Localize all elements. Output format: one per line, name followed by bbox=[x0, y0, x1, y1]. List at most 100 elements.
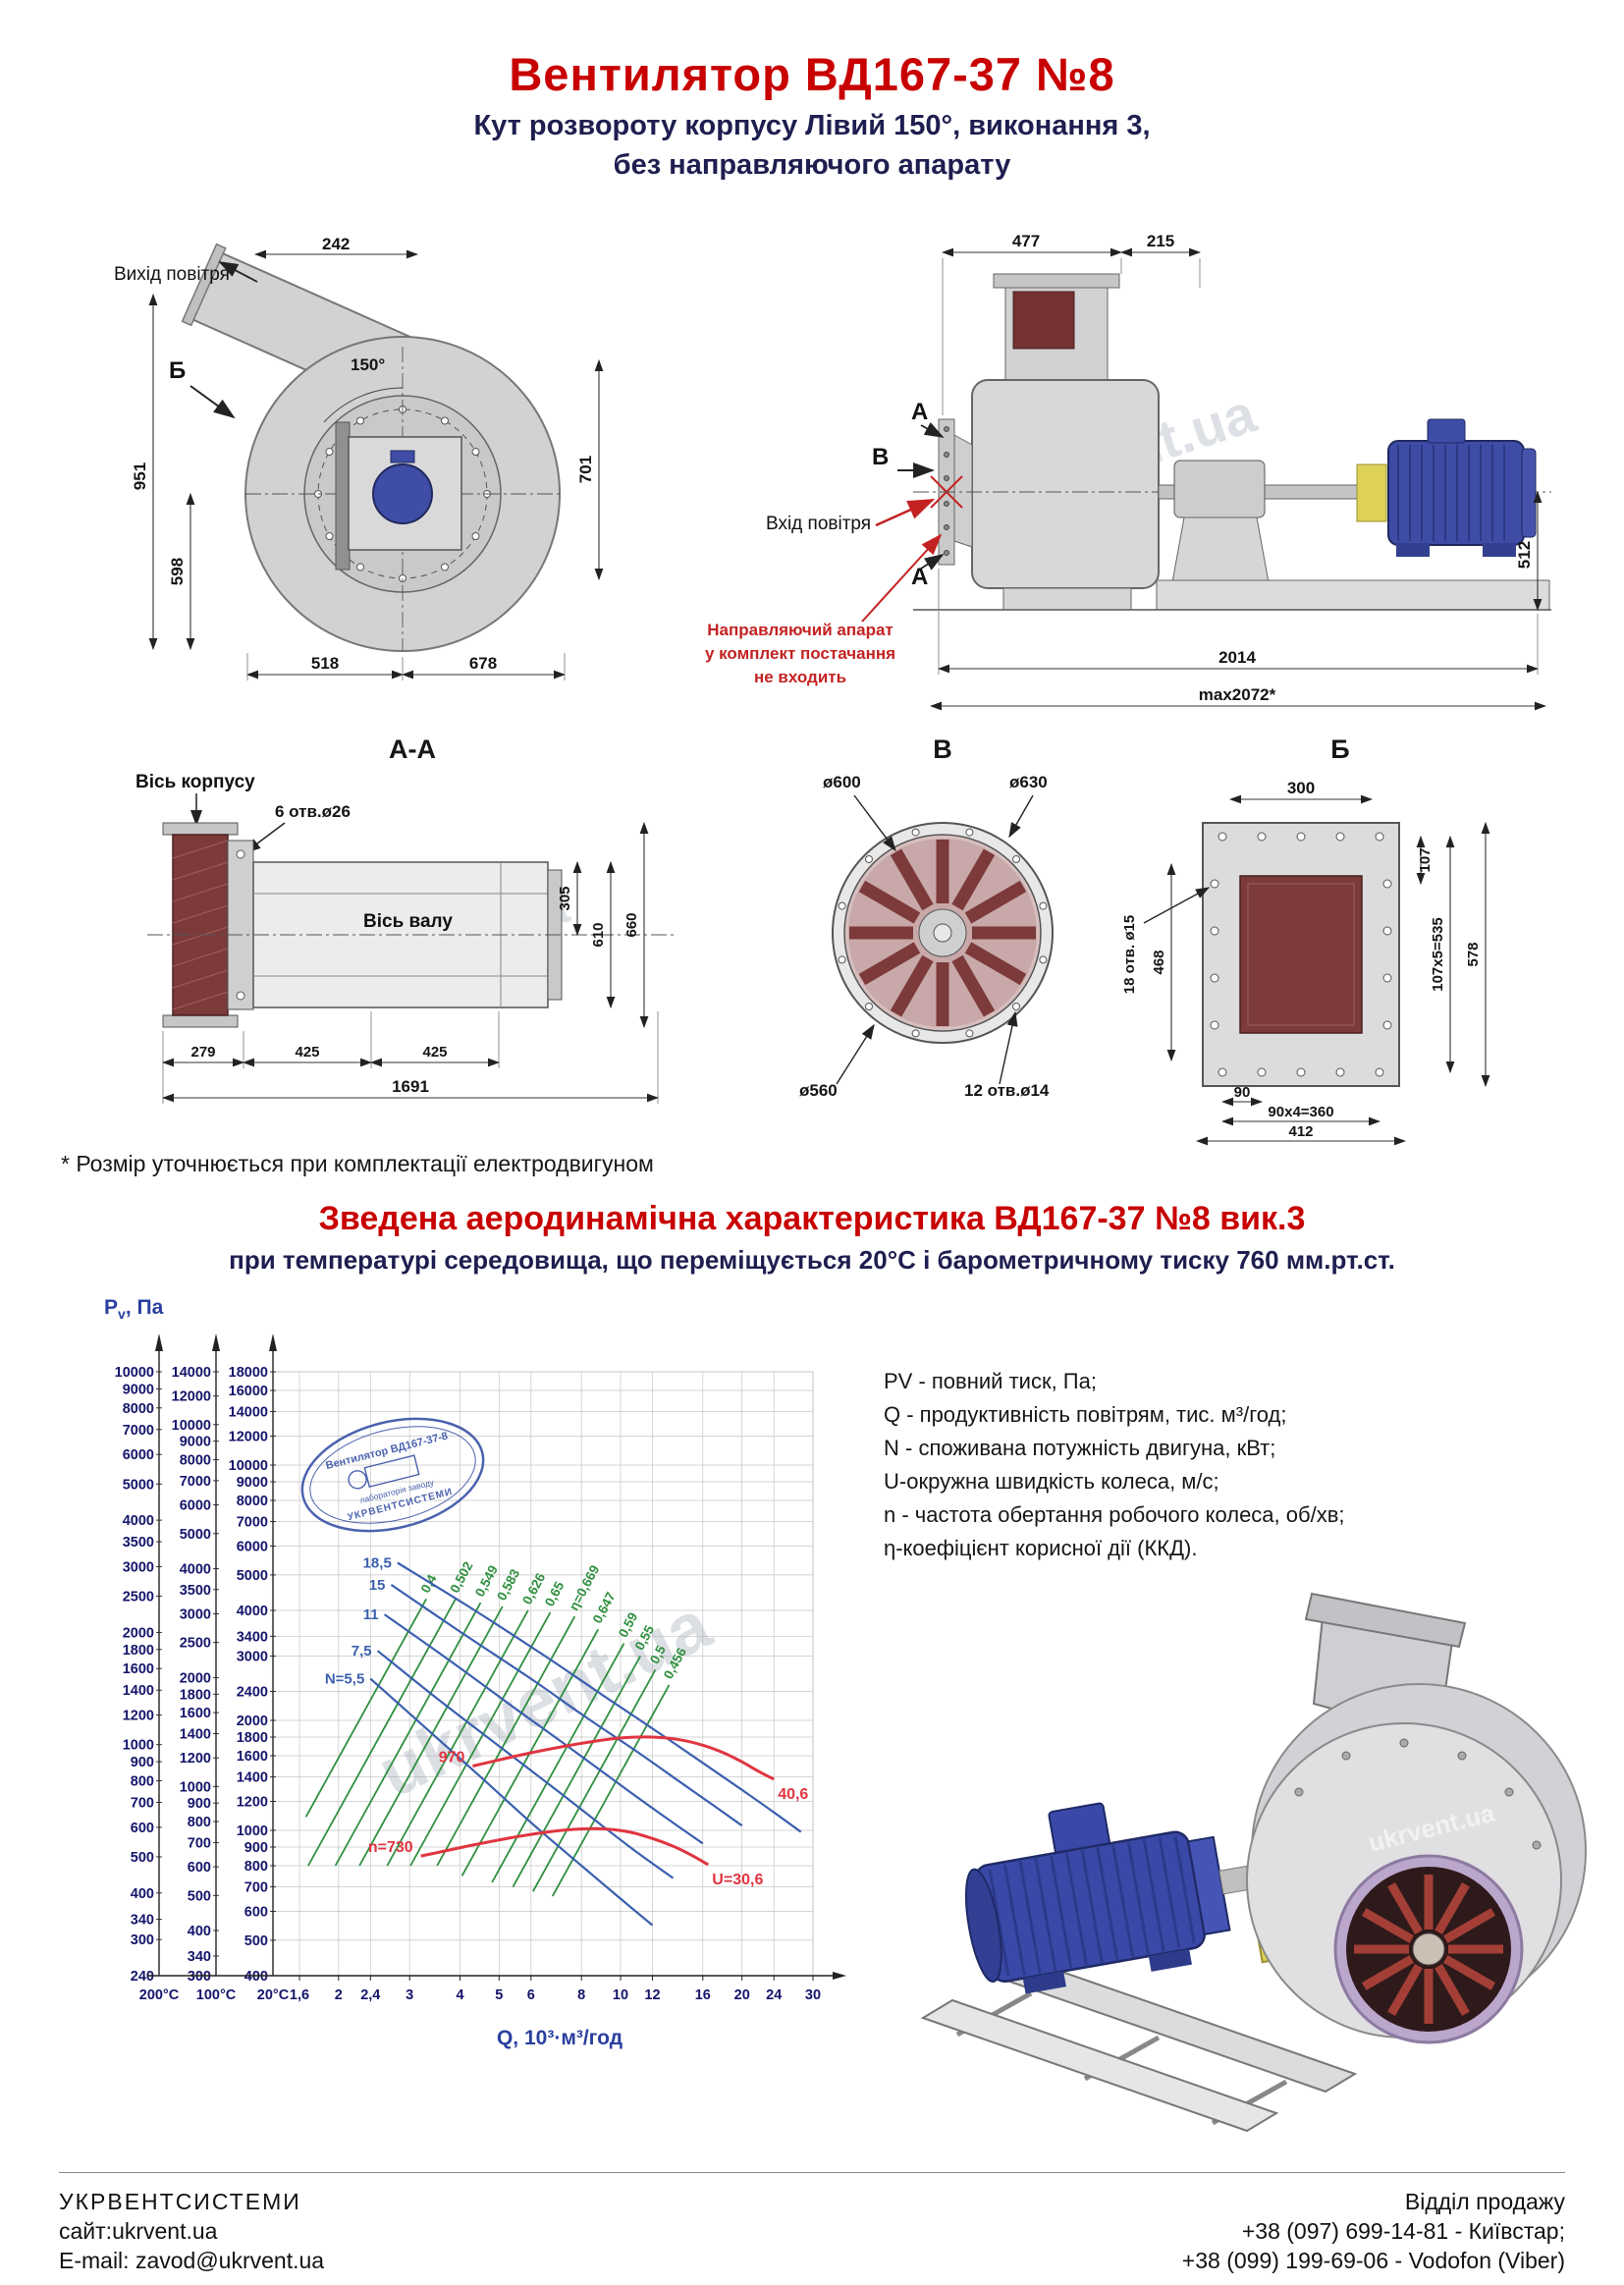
svg-text:20: 20 bbox=[734, 1987, 750, 2003]
drawing-front-view: 150° 242 951 598 701 518 678 Вихід повіт… bbox=[114, 235, 604, 680]
svg-text:2,4: 2,4 bbox=[360, 1987, 380, 2003]
svg-text:6000: 6000 bbox=[180, 1498, 211, 1514]
bearing-housing bbox=[1173, 460, 1266, 518]
dim-90x4: 90x4=360 bbox=[1268, 1104, 1333, 1120]
svg-text:4000: 4000 bbox=[237, 1604, 268, 1619]
motor-face bbox=[372, 463, 433, 524]
svg-text:1600: 1600 bbox=[237, 1749, 268, 1765]
svg-text:2000: 2000 bbox=[180, 1670, 211, 1686]
svg-text:6: 6 bbox=[527, 1987, 535, 2003]
u-label: U=30,6 bbox=[712, 1872, 763, 1888]
svg-text:340: 340 bbox=[131, 1913, 154, 1929]
svg-text:2500: 2500 bbox=[180, 1636, 211, 1652]
efficiency-label: 0,65 bbox=[542, 1579, 568, 1609]
section-aa-drawing: Вісь корпусу 6 отв.ø26 Вісь валу 305 610… bbox=[135, 772, 677, 1104]
svg-text:2: 2 bbox=[335, 1987, 343, 2003]
svg-text:800: 800 bbox=[244, 1859, 268, 1875]
svg-text:800: 800 bbox=[131, 1774, 154, 1790]
view-v-label: В bbox=[872, 444, 889, 470]
motor-ribs bbox=[988, 1836, 1196, 1977]
dia-560: ø560 bbox=[799, 1081, 838, 1100]
rim-holes bbox=[838, 828, 1048, 1038]
note-arrow bbox=[861, 533, 943, 623]
svg-text:1,6: 1,6 bbox=[290, 1987, 309, 2003]
temp-scale-label: 100°C bbox=[196, 1987, 237, 2003]
svg-text:400: 400 bbox=[244, 1969, 268, 1985]
dim-107x5: 107x5=535 bbox=[1430, 917, 1446, 992]
svg-text:12000: 12000 bbox=[229, 1430, 268, 1445]
motor-fan-cover bbox=[1521, 448, 1537, 538]
drawing-side-view: 477 215 bbox=[705, 232, 1551, 711]
axis-body-label: Вісь корпусу bbox=[135, 772, 255, 792]
volute-casing-side bbox=[971, 379, 1160, 589]
svg-text:900: 900 bbox=[244, 1840, 268, 1856]
view-b-arrow bbox=[189, 385, 236, 419]
air-outlet-label: Вихід повітря bbox=[114, 264, 230, 285]
dia-600: ø600 bbox=[823, 773, 861, 791]
svg-text:4: 4 bbox=[456, 1987, 463, 2003]
y-axes: 10000 9000 8000 7000 6000 5000 4000 3500 3000 250… bbox=[115, 1333, 290, 2003]
section-v-drawing: ø600 ø630 ø560 12 отв.ø14 bbox=[799, 773, 1054, 1100]
motor-foot bbox=[1483, 543, 1516, 557]
legend-line-n: N - споживана потужність двигуна, кВт; bbox=[884, 1436, 1276, 1460]
svg-text:5000: 5000 bbox=[237, 1568, 268, 1584]
legend-line-u: U-окружна швидкість колеса, м/с; bbox=[884, 1469, 1219, 1494]
impeller-blades bbox=[849, 840, 1036, 1026]
svg-text:2500: 2500 bbox=[123, 1590, 154, 1605]
power-label: 15 bbox=[369, 1577, 386, 1594]
svg-text:14000: 14000 bbox=[229, 1405, 268, 1421]
svg-text:1800: 1800 bbox=[180, 1687, 211, 1703]
svg-text:3500: 3500 bbox=[123, 1535, 154, 1551]
motor-terminal-box bbox=[1427, 418, 1466, 444]
svg-text:6000: 6000 bbox=[237, 1540, 268, 1555]
scroll-support bbox=[1002, 587, 1132, 611]
y-axis-title: Pv, Па bbox=[104, 1296, 164, 1322]
company-email: E-mail: zavod@ukrvent.ua bbox=[59, 2248, 325, 2273]
svg-text:700: 700 bbox=[244, 1880, 268, 1896]
dim-678: 678 bbox=[469, 654, 497, 673]
air-outlet-arrow bbox=[218, 261, 258, 283]
svg-text:9000: 9000 bbox=[123, 1382, 154, 1397]
dim-578: 578 bbox=[1465, 942, 1482, 966]
svg-text:8000: 8000 bbox=[237, 1494, 268, 1509]
motor-foot bbox=[1396, 543, 1430, 557]
dim-468: 468 bbox=[1151, 950, 1167, 974]
angle-arc bbox=[323, 387, 404, 423]
svg-text:5000: 5000 bbox=[123, 1477, 154, 1493]
holes-6-label: 6 отв.ø26 bbox=[275, 802, 351, 821]
dim-215: 215 bbox=[1147, 232, 1174, 250]
inlet-bolts bbox=[944, 426, 949, 556]
svg-text:300: 300 bbox=[188, 1969, 211, 1985]
section-a-mark: А bbox=[911, 564, 928, 590]
legend-line-q: Q - продуктивність повітрям, тис. м³/год… bbox=[884, 1402, 1287, 1427]
svg-text:12000: 12000 bbox=[172, 1389, 211, 1405]
section-v-title: В bbox=[933, 734, 952, 764]
svg-text:5: 5 bbox=[495, 1987, 503, 2003]
svg-text:10000: 10000 bbox=[229, 1458, 268, 1474]
svg-text:6000: 6000 bbox=[123, 1447, 154, 1463]
svg-text:7000: 7000 bbox=[123, 1423, 154, 1439]
motor-3d bbox=[964, 1802, 1252, 1994]
air-inlet-label: Вхід повітря bbox=[766, 514, 871, 534]
dim-425b: 425 bbox=[422, 1044, 447, 1061]
svg-text:600: 600 bbox=[131, 1821, 154, 1836]
duct-opening-inner bbox=[1247, 883, 1355, 1026]
legend-line-pv: PV - повний тиск, Па; bbox=[884, 1369, 1097, 1393]
flange-holes bbox=[1210, 832, 1392, 1077]
svg-text:3000: 3000 bbox=[180, 1607, 211, 1623]
efficiency-label: 0,4 bbox=[418, 1572, 440, 1596]
svg-text:10: 10 bbox=[613, 1987, 628, 2003]
impeller-blades-3d bbox=[1354, 1875, 1503, 2024]
dim-279: 279 bbox=[190, 1044, 215, 1061]
hatch bbox=[172, 840, 229, 1010]
motor-foot bbox=[1148, 1948, 1192, 1972]
svg-text:12: 12 bbox=[644, 1987, 660, 2003]
sales-phone-1: +38 (097) 699-14-81 - Київстар; bbox=[1241, 2218, 1565, 2244]
svg-text:500: 500 bbox=[188, 1888, 211, 1904]
power-label: 18,5 bbox=[363, 1555, 392, 1572]
svg-text:500: 500 bbox=[131, 1850, 154, 1866]
aero-subheading: при температурі середовища, що переміщує… bbox=[229, 1245, 1395, 1275]
svg-text:1000: 1000 bbox=[237, 1823, 268, 1839]
page-subtitle-2: без направляючого апарату bbox=[613, 149, 1011, 181]
impeller-hub-3d bbox=[1412, 1932, 1445, 1966]
